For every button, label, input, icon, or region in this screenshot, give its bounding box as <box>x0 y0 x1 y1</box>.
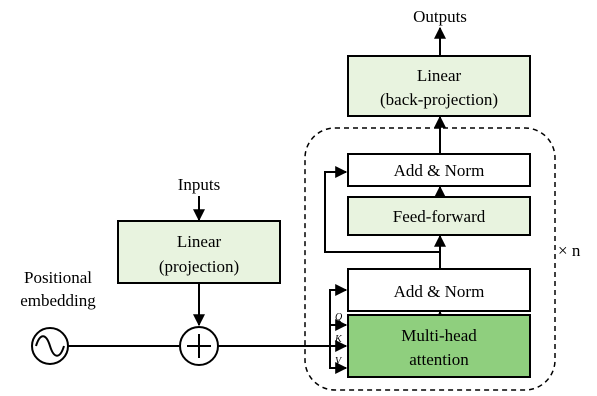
v-label: V <box>335 356 343 367</box>
q-label: Q <box>335 312 343 323</box>
linear-projection-title: Linear <box>177 232 222 251</box>
k-label: K <box>334 334 343 345</box>
positional-embedding-subtitle: embedding <box>20 291 96 310</box>
inputs-label: Inputs <box>178 175 221 194</box>
v-input-arrow <box>329 346 348 374</box>
linear-back-projection-title: Linear <box>417 66 462 85</box>
sine-wave-icon <box>31 327 69 365</box>
add-norm-top-box <box>347 153 531 187</box>
outputs-label: Outputs <box>413 7 467 26</box>
multi-head-attention-title: Multi-head <box>401 326 477 345</box>
repeat-count-label: × n <box>558 241 581 260</box>
add-norm-bottom-label: Add & Norm <box>394 282 485 301</box>
ff-residual-connection <box>324 166 440 253</box>
multi-head-attention-subtitle: attention <box>409 350 469 369</box>
linear-back-projection-subtitle: (back-projection) <box>380 90 498 109</box>
encoder-block-boundary <box>304 127 556 391</box>
linear-projection-subtitle: (projection) <box>159 257 239 276</box>
positional-embedding-title: Positional <box>24 268 92 287</box>
add-norm-bottom-box <box>347 268 531 312</box>
add-icon <box>179 326 219 366</box>
feed-forward-label: Feed-forward <box>393 207 486 226</box>
q-input-arrow <box>329 319 348 346</box>
linear-projection-box <box>117 220 281 284</box>
feed-forward-box <box>347 196 531 236</box>
add-norm-top-label: Add & Norm <box>394 161 485 180</box>
multi-head-attention-box <box>347 314 531 378</box>
